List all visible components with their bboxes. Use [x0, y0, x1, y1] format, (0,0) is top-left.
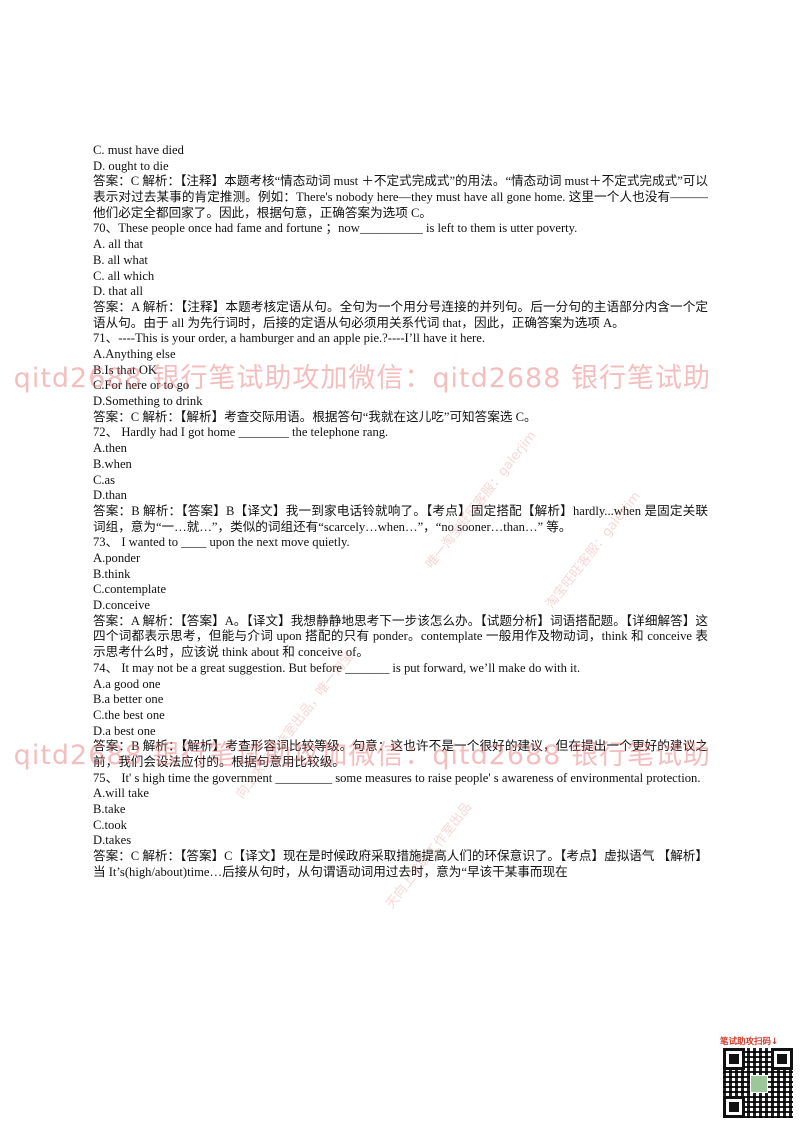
text-line: 答案：A 解析：【注释】本题考核定语从句。全句为一个用分号连接的并列句。后一分句…	[93, 299, 708, 330]
text-line: B. all what	[93, 252, 148, 267]
text-line: 74、 It may not be a great suggestion. Bu…	[93, 660, 581, 675]
text-line: B.Is that OK	[93, 362, 158, 377]
text-line: 答案：A 解析：【答案】A。【译文】我想静静地思考下一步该怎么办。【试题分析】词…	[93, 613, 708, 660]
text-line: B.a better one	[93, 692, 164, 707]
text-line: 73、 I wanted to ____ upon the next move …	[93, 535, 350, 550]
text-line: D.a best one	[93, 723, 156, 738]
text-line: B.think	[93, 566, 131, 581]
text-line: D.conceive	[93, 598, 150, 613]
text-line: A. all that	[93, 237, 144, 252]
text-line: C.the best one	[93, 707, 165, 722]
text-line: A.Anything else	[93, 347, 176, 362]
qr-code-block: 笔试助攻扫码↓	[720, 1036, 796, 1122]
text-line: C.For here or to go	[93, 378, 190, 393]
text-line: 71、----This is your order, a hamburger a…	[93, 331, 485, 346]
text-line: 答案：B 解析：【答案】B【译文】我一到家电话铃就响了。【考点】固定搭配【解析】…	[93, 503, 708, 534]
qr-caption: 笔试助攻扫码↓	[720, 1037, 779, 1047]
text-line: 答案：C 解析：【答案】C【译文】现在是时候政府采取措施提高人们的环保意识了。【…	[93, 849, 708, 879]
text-line: C.took	[93, 817, 127, 832]
text-line: C.contemplate	[93, 582, 167, 597]
text-line: D.takes	[93, 833, 132, 848]
text-line: A.ponder	[93, 550, 141, 565]
text-line: C. all which	[93, 268, 155, 283]
qr-code-image	[723, 1048, 793, 1118]
text-line: 70、These people once had fame and fortun…	[93, 221, 578, 236]
text-line: B.when	[93, 456, 132, 471]
text-line: C.as	[93, 472, 116, 487]
text-line: C. must have died	[93, 143, 184, 157]
text-line: D.Something to drink	[93, 394, 203, 409]
text-line: D. ought to die	[93, 158, 169, 173]
text-line: A.then	[93, 441, 127, 456]
text-line: D.than	[93, 488, 127, 503]
text-line: 72、 Hardly had I got home ________ the t…	[93, 425, 389, 440]
text-line: 答案：C 解析：【注释】本题考核“情态动词 must ＋不定式完成式”的用法。“…	[93, 174, 708, 220]
text-line: D. that all	[93, 284, 144, 299]
text-line: 答案：B 解析：【解析】考查形容词比较等级。句意：这也许不是一个很好的建议，但在…	[93, 739, 708, 769]
text-line: 75、 It' s high time the government _____…	[93, 770, 701, 785]
qr-logo-icon	[750, 1075, 768, 1093]
text-line: A.will take	[93, 786, 149, 801]
text-line: 答案：C 解析：【解析】考查交际用语。根据答句“我就在这儿吃”可知答案选 C。	[93, 409, 537, 424]
text-line: A.a good one	[93, 676, 161, 691]
text-line: B.take	[93, 802, 126, 817]
